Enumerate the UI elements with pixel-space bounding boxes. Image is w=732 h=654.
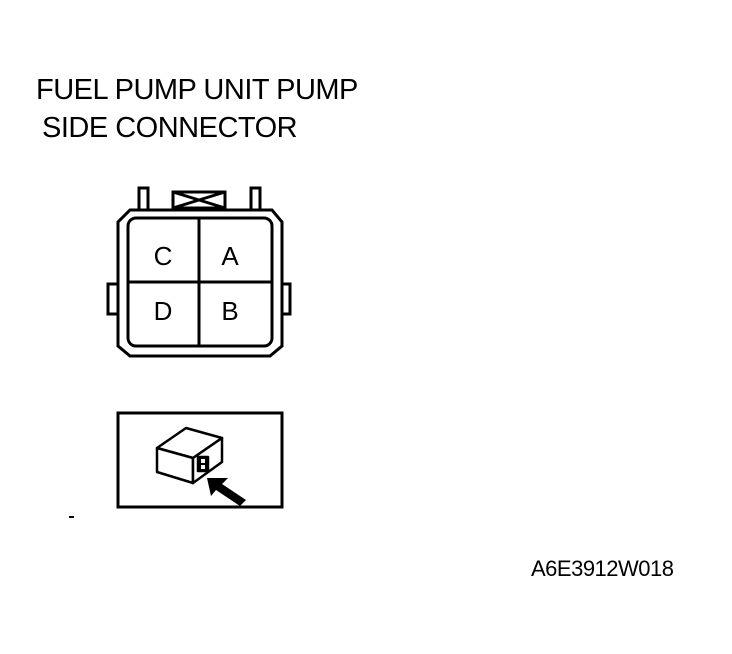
pin-d-label: D	[154, 296, 173, 326]
diagram-title-line-1: FUEL PUMP UNIT PUMP	[36, 74, 358, 106]
diagram-title-line-2: SIDE CONNECTOR	[42, 112, 298, 144]
connector-housing	[106, 186, 292, 358]
pin-b-label: B	[221, 296, 238, 326]
pin-a-label: A	[221, 241, 239, 271]
figure-code: A6E3912W018	[531, 556, 674, 581]
stray-mark	[69, 516, 74, 518]
connector-view-arrow-icon	[116, 411, 284, 509]
pin-c-label: C	[154, 241, 173, 271]
